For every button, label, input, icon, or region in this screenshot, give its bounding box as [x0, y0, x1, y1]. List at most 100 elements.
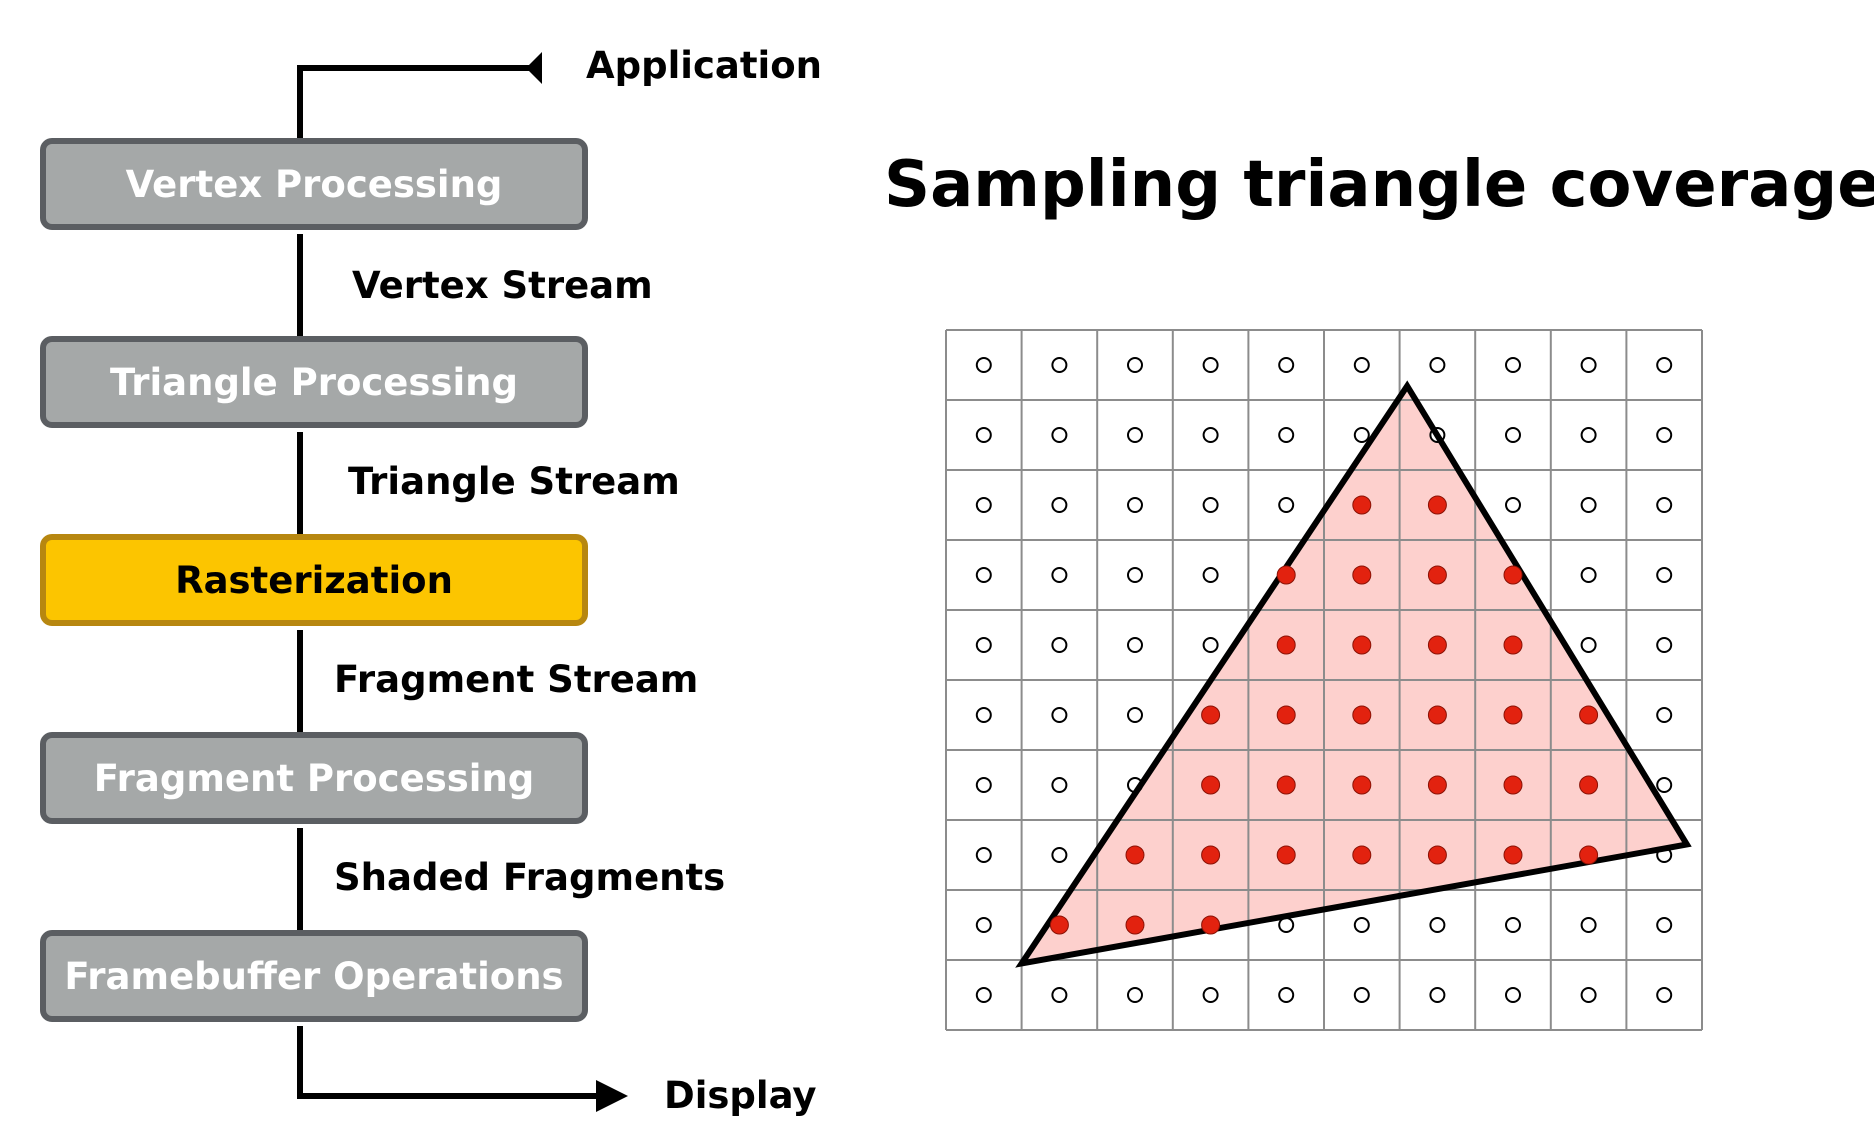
sample-point-uncovered — [1580, 357, 1597, 373]
sample-point-uncovered — [1051, 987, 1068, 1003]
sample-point-uncovered — [1580, 987, 1597, 1003]
sample-point-uncovered — [1127, 357, 1143, 373]
sample-point-uncovered — [1656, 917, 1673, 933]
sample-point-covered — [1276, 705, 1296, 725]
sample-point-covered — [1427, 635, 1447, 655]
sample-point-covered — [1352, 705, 1372, 725]
sample-point-uncovered — [1656, 497, 1673, 513]
sample-point-uncovered — [1127, 987, 1143, 1003]
sample-point-uncovered — [1127, 637, 1143, 653]
stage-vertex-processing: Vertex Processing — [40, 138, 588, 230]
sample-point-uncovered — [1505, 357, 1521, 373]
sample-point-covered — [1276, 565, 1296, 585]
sample-point-uncovered — [1505, 427, 1521, 443]
sample-point-covered — [1503, 775, 1523, 795]
sample-point-uncovered — [1429, 917, 1446, 933]
sample-point-uncovered — [1278, 987, 1295, 1003]
sample-point-uncovered — [1656, 567, 1673, 583]
sample-point-uncovered — [1505, 497, 1521, 513]
sample-point-uncovered — [1353, 427, 1370, 443]
application-label: Application — [586, 44, 823, 87]
sample-point-uncovered — [1202, 497, 1219, 513]
application-arrowhead-icon — [526, 52, 542, 84]
sample-point-covered — [1201, 775, 1221, 795]
sample-point-covered — [1427, 565, 1447, 585]
sample-point-covered — [1352, 495, 1372, 515]
sample-point-uncovered — [1656, 707, 1673, 723]
sample-point-covered — [1125, 845, 1145, 865]
slide-title: Sampling triangle coverage — [884, 148, 1874, 222]
sample-point-uncovered — [1202, 357, 1219, 373]
sample-point-covered — [1201, 705, 1221, 725]
stream-label-fragment: Fragment Stream — [334, 658, 699, 701]
display-output-line — [297, 1026, 600, 1099]
display-arrowhead-icon — [596, 1080, 628, 1112]
application-input-line — [297, 65, 530, 138]
sample-point-covered — [1352, 635, 1372, 655]
triangle-edge — [1015, 380, 1692, 968]
sample-point-uncovered — [1127, 707, 1143, 723]
sample-point-covered — [1579, 775, 1599, 795]
sample-point-covered — [1352, 565, 1372, 585]
sample-point-uncovered — [1580, 567, 1597, 583]
stage-framebuffer-operations: Framebuffer Operations — [40, 930, 588, 1022]
sample-point-uncovered — [1580, 497, 1597, 513]
display-label: Display — [664, 1074, 817, 1117]
sample-point-uncovered — [975, 777, 992, 793]
sample-point-covered — [1579, 705, 1599, 725]
sample-point-uncovered — [1656, 427, 1673, 443]
sample-point-covered — [1352, 845, 1372, 865]
sample-point-covered — [1579, 845, 1599, 865]
sample-point-uncovered — [1202, 637, 1219, 653]
sample-point-uncovered — [1051, 497, 1068, 513]
sample-point-uncovered — [1353, 917, 1370, 933]
sample-point-uncovered — [1051, 847, 1068, 863]
sample-point-uncovered — [1353, 987, 1370, 1003]
sample-point-uncovered — [975, 637, 992, 653]
sample-point-covered — [1201, 915, 1221, 935]
stage-fragment-processing: Fragment Processing — [40, 732, 588, 824]
sample-point-covered — [1427, 705, 1447, 725]
sample-point-covered — [1503, 705, 1523, 725]
sample-point-uncovered — [975, 987, 992, 1003]
sample-point-covered — [1276, 635, 1296, 655]
sample-point-covered — [1352, 775, 1372, 795]
sample-point-covered — [1201, 845, 1221, 865]
sample-point-uncovered — [1353, 357, 1370, 373]
stream-label-triangle: Triangle Stream — [348, 460, 680, 503]
sample-point-covered — [1125, 915, 1145, 935]
sample-point-uncovered — [1127, 567, 1143, 583]
sample-point-uncovered — [1278, 497, 1295, 513]
triangle-fill — [1021, 386, 1687, 964]
sample-point-covered — [1503, 565, 1523, 585]
sample-point-covered — [1427, 845, 1447, 865]
sample-point-covered — [1049, 915, 1069, 935]
sample-point-uncovered — [975, 847, 992, 863]
sample-point-uncovered — [1127, 497, 1143, 513]
sample-point-uncovered — [1656, 987, 1673, 1003]
sample-point-uncovered — [1580, 917, 1597, 933]
sample-point-uncovered — [975, 357, 992, 373]
sample-point-uncovered — [1429, 987, 1446, 1003]
sample-point-covered — [1276, 845, 1296, 865]
sample-point-uncovered — [1505, 987, 1521, 1003]
sample-point-uncovered — [1278, 357, 1295, 373]
stream-label-vertex: Vertex Stream — [352, 264, 653, 307]
sample-point-uncovered — [975, 917, 992, 933]
sample-point-uncovered — [1278, 917, 1295, 933]
sample-point-uncovered — [1656, 777, 1673, 793]
sample-point-covered — [1503, 635, 1523, 655]
sample-point-uncovered — [1051, 707, 1068, 723]
sample-point-uncovered — [975, 497, 992, 513]
sample-point-uncovered — [1127, 427, 1143, 443]
sample-point-uncovered — [1051, 777, 1068, 793]
sample-point-uncovered — [975, 427, 992, 443]
stage-triangle-processing: Triangle Processing — [40, 336, 588, 428]
sample-point-uncovered — [1656, 357, 1673, 373]
sample-point-uncovered — [1202, 427, 1219, 443]
sample-point-uncovered — [1656, 637, 1673, 653]
sample-point-uncovered — [1429, 357, 1446, 373]
sample-point-uncovered — [1278, 427, 1295, 443]
